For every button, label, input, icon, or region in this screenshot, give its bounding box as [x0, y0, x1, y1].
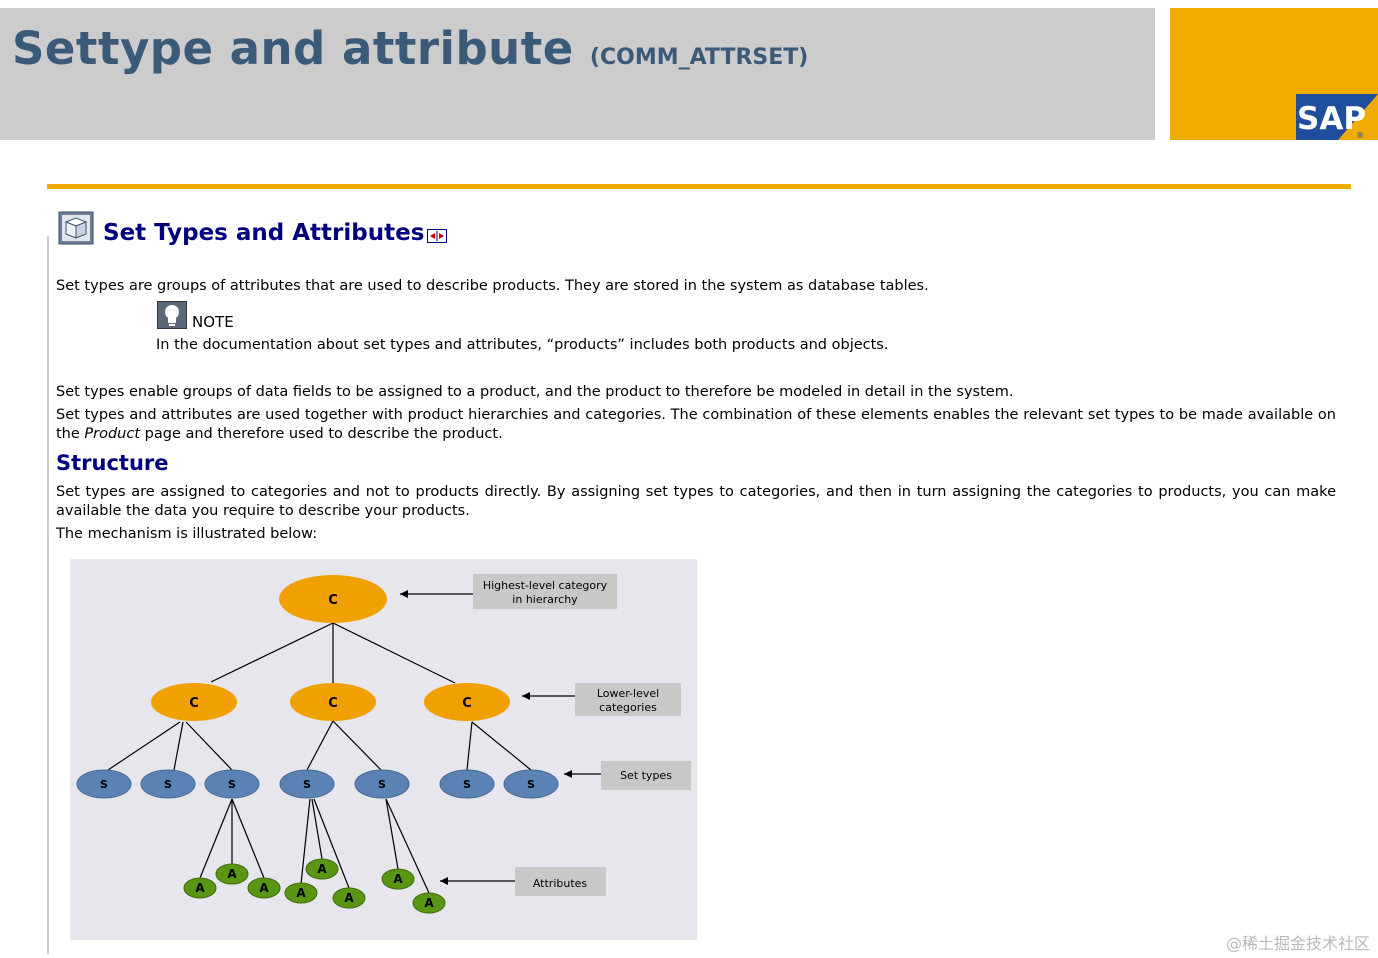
label-attributes: Attributes — [533, 877, 588, 890]
settype-node: S — [378, 778, 386, 791]
label-box-attributes — [515, 867, 606, 896]
label-lower-categories-line1: Lower-level — [597, 687, 659, 700]
sap-logo-text: SAP — [1297, 101, 1366, 137]
sap-logo: SAP ® — [1296, 94, 1378, 140]
attribute-node: A — [424, 896, 434, 910]
category-node-left: C — [189, 696, 199, 711]
attribute-node: A — [393, 872, 403, 886]
slide-title-main: Settype and attribute — [12, 22, 574, 75]
attribute-node: A — [227, 867, 237, 881]
settype-node: S — [228, 778, 236, 791]
attribute-node: A — [344, 891, 354, 905]
svg-text:®: ® — [1356, 131, 1364, 140]
expand-icon[interactable] — [427, 229, 447, 243]
attribute-node: A — [259, 881, 269, 895]
settype-node: S — [527, 778, 535, 791]
settype-node: S — [100, 778, 108, 791]
paragraph-together: Set types and attributes are used togeth… — [56, 406, 1336, 444]
attribute-node: A — [195, 881, 205, 895]
label-box-lower-categories — [575, 683, 681, 716]
settype-node: S — [164, 778, 172, 791]
note-label: NOTE — [192, 313, 234, 331]
lightbulb-icon — [157, 301, 187, 329]
diagram-arrowheads — [400, 590, 572, 885]
label-box-highest-category — [473, 574, 617, 609]
note-text: In the documentation about set types and… — [156, 337, 889, 353]
settype-node: S — [463, 778, 471, 791]
label-box-set-types — [601, 761, 691, 790]
paragraph-structure: Set types are assigned to categories and… — [56, 484, 1336, 519]
label-highest-category-line2: in hierarchy — [512, 593, 578, 606]
content-left-border — [47, 236, 49, 954]
slide-title-suffix: (COMM_ATTRSET) — [589, 45, 809, 70]
document-cube-icon — [58, 211, 94, 245]
label-lower-categories-line2: categories — [599, 701, 657, 714]
settype-node: S — [303, 778, 311, 791]
category-node-right: C — [462, 696, 472, 711]
paragraph-together-end: page and therefore used to describe the … — [144, 426, 503, 442]
attribute-node: A — [296, 886, 306, 900]
label-set-types: Set types — [620, 769, 672, 782]
product-page-name: Product — [84, 426, 141, 442]
accent-divider — [47, 184, 1351, 189]
header-band: Settype and attribute (COMM_ATTRSET) — [0, 8, 1155, 140]
paragraph-enable: Set types enable groups of data fields t… — [56, 384, 1014, 400]
hierarchy-diagram: C C C C S S S S S S S A A A A A A — [70, 559, 697, 940]
structure-heading: Structure — [56, 451, 169, 475]
intro-paragraph: Set types are groups of attributes that … — [56, 278, 929, 294]
category-node-top: C — [328, 593, 338, 608]
category-nodes — [151, 575, 510, 721]
attribute-node: A — [317, 862, 327, 876]
section-title: Set Types and Attributes — [103, 220, 425, 246]
label-highest-category-line1: Highest-level category — [483, 579, 608, 592]
paragraph-together-start: Set types and attributes are used togeth… — [56, 407, 1336, 442]
paragraph-mechanism: The mechanism is illustrated below: — [56, 526, 318, 542]
watermark: @稀土掘金技术社区 — [1225, 934, 1370, 953]
slide-title: Settype and attribute (COMM_ATTRSET) — [12, 22, 808, 75]
category-node-middle: C — [328, 696, 338, 711]
